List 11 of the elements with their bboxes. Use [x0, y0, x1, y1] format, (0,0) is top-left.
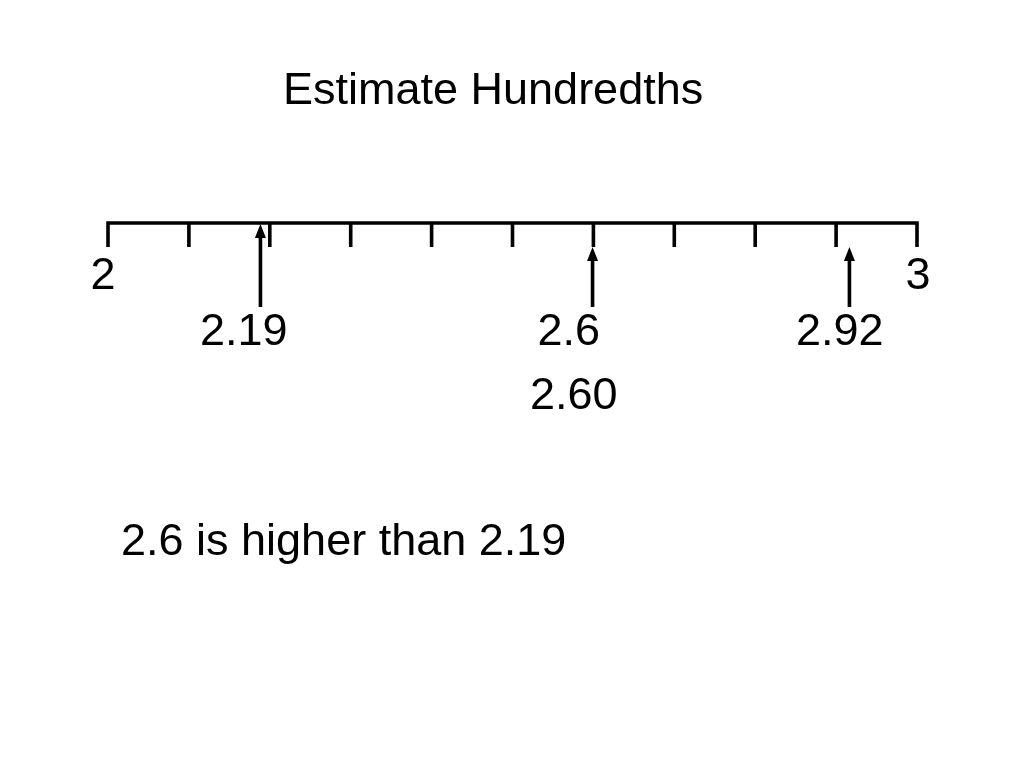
statement-text: 2.6 is higher than 2.19: [121, 517, 567, 562]
value-label: 2.6: [537, 307, 601, 352]
tick-label: 2: [90, 251, 116, 296]
equivalent-value: 2.60: [530, 371, 618, 416]
tick-label: 3: [905, 251, 931, 296]
title: Estimate Hundredths: [283, 66, 704, 111]
value-label: 2.19: [200, 307, 288, 352]
value-label: 2.92: [796, 307, 884, 352]
arrow: [254, 224, 266, 307]
arrow: [843, 247, 855, 307]
arrow: [587, 247, 599, 307]
